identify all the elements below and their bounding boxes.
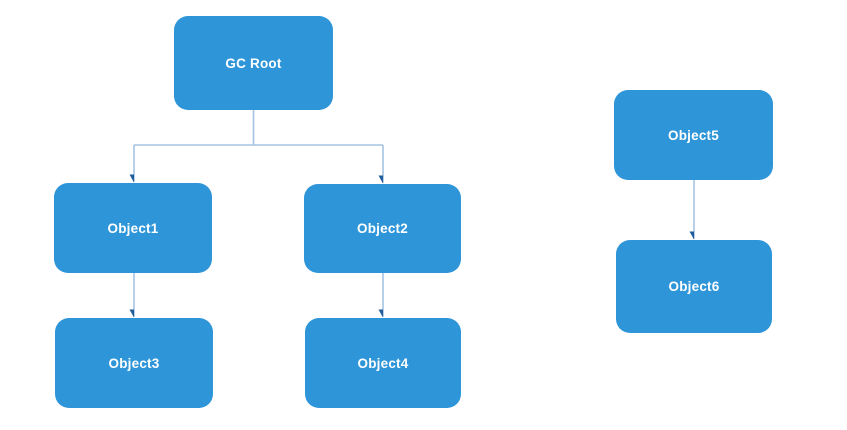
node-object4: Object4 <box>305 318 461 408</box>
node-gc-root: GC Root <box>174 16 333 110</box>
node-label: GC Root <box>225 55 282 71</box>
node-label: Object5 <box>668 127 719 143</box>
node-label: Object6 <box>668 279 720 294</box>
node-label: Object4 <box>357 355 409 371</box>
node-label: Object3 <box>108 355 160 371</box>
node-object3: Object3 <box>55 318 213 408</box>
node-object5: Object5 <box>614 90 773 180</box>
node-object1: Object1 <box>54 183 212 273</box>
node-label: Object2 <box>357 221 408 236</box>
node-object2: Object2 <box>304 184 461 273</box>
node-object6: Object6 <box>616 240 772 333</box>
node-label: Object1 <box>107 220 159 236</box>
